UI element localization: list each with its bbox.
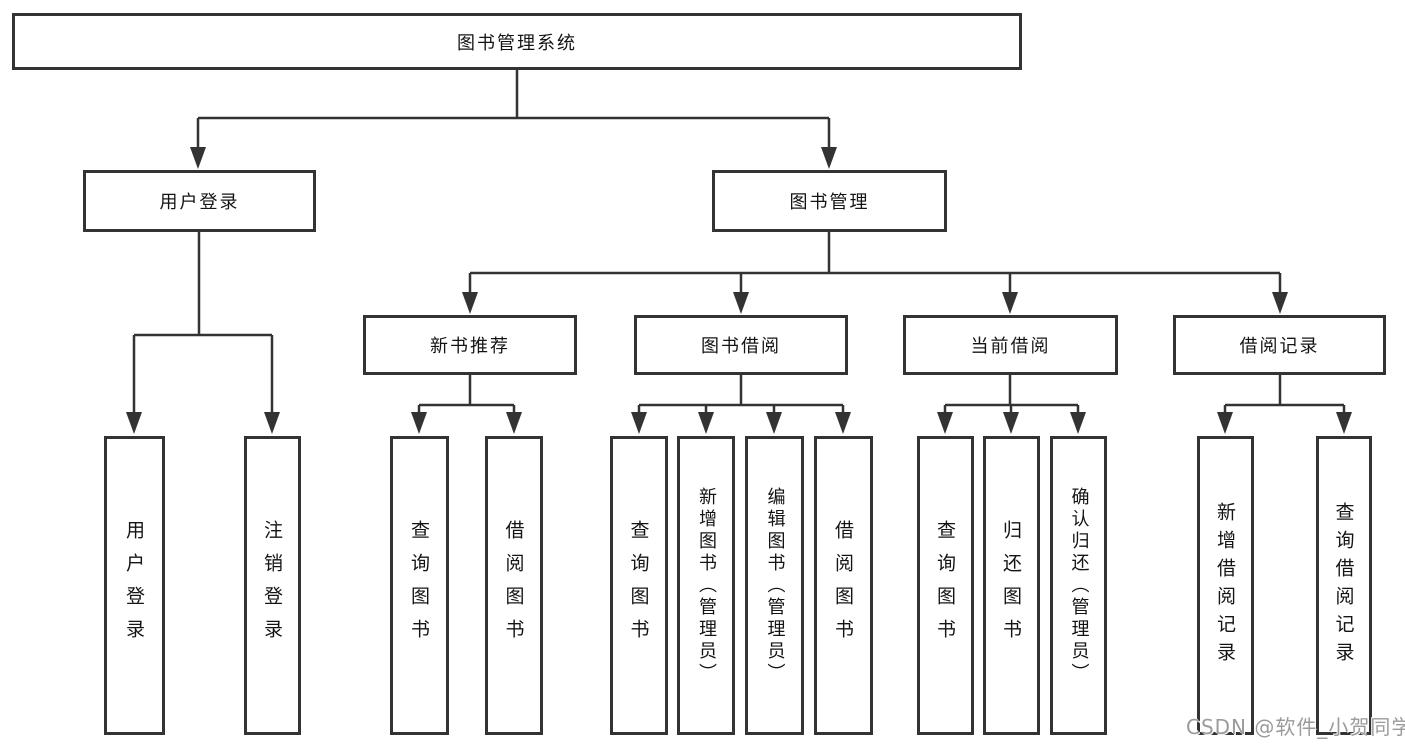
node-return-book: 归还图书 <box>983 436 1040 735</box>
node-confirm-return-admin: 确认归还（管理员） <box>1050 436 1107 735</box>
node-borrow-records: 借阅记录 <box>1173 315 1386 375</box>
node-current-borrowing: 当前借阅 <box>903 315 1118 375</box>
node-borrow-books-leaf: 借阅图书 <box>814 436 873 735</box>
node-label: 当前借阅 <box>970 336 1051 357</box>
node-add-borrow-record: 新增借阅记录 <box>1197 436 1254 735</box>
node-book-management-module: 图书管理 <box>712 170 947 232</box>
node-label: 注销登录 <box>261 519 283 652</box>
node-label: 新书推荐 <box>430 336 510 357</box>
node-label: 查询图书 <box>627 519 650 652</box>
node-label: 编辑图书（管理员） <box>764 486 786 685</box>
node-query-borrow-record: 查询借阅记录 <box>1316 436 1372 735</box>
node-label: 图书管理 <box>789 192 870 213</box>
node-label: 查询图书 <box>408 519 430 652</box>
watermark: CSDN @软件_小贺同学 <box>1186 715 1405 739</box>
node-library-management-system: 图书管理系统 <box>12 13 1022 70</box>
node-label: 用户登录 <box>159 192 240 213</box>
node-logout: 注销登录 <box>244 436 301 735</box>
node-label: 借阅记录 <box>1239 336 1320 357</box>
node-query-books-recommend: 查询图书 <box>390 436 449 735</box>
node-label: 新增借阅记录 <box>1214 501 1236 670</box>
node-user-login-module: 用户登录 <box>83 170 316 232</box>
node-label: 确认归还（管理员） <box>1068 486 1090 685</box>
node-add-book-admin: 新增图书（管理员） <box>677 436 735 735</box>
node-label: 查询借阅记录 <box>1332 501 1355 670</box>
node-label: 图书借阅 <box>701 336 781 357</box>
node-label: 借阅图书 <box>832 519 854 652</box>
node-borrow-books-recommend: 借阅图书 <box>485 436 543 735</box>
node-label: 新增图书（管理员） <box>696 486 717 685</box>
node-new-book-recommend: 新书推荐 <box>363 315 577 375</box>
node-edit-book-admin: 编辑图书（管理员） <box>745 436 804 735</box>
node-label: 归还图书 <box>1000 519 1022 652</box>
node-query-books-borrowing: 查询图书 <box>610 436 668 735</box>
node-label: 借阅图书 <box>502 519 525 652</box>
node-user-login-leaf: 用户登录 <box>104 436 165 735</box>
node-query-books-current: 查询图书 <box>917 436 974 735</box>
node-label: 用户登录 <box>123 519 145 652</box>
node-label: 图书管理系统 <box>457 32 577 54</box>
node-label: 查询图书 <box>934 519 956 652</box>
node-book-borrowing: 图书借阅 <box>634 315 848 375</box>
